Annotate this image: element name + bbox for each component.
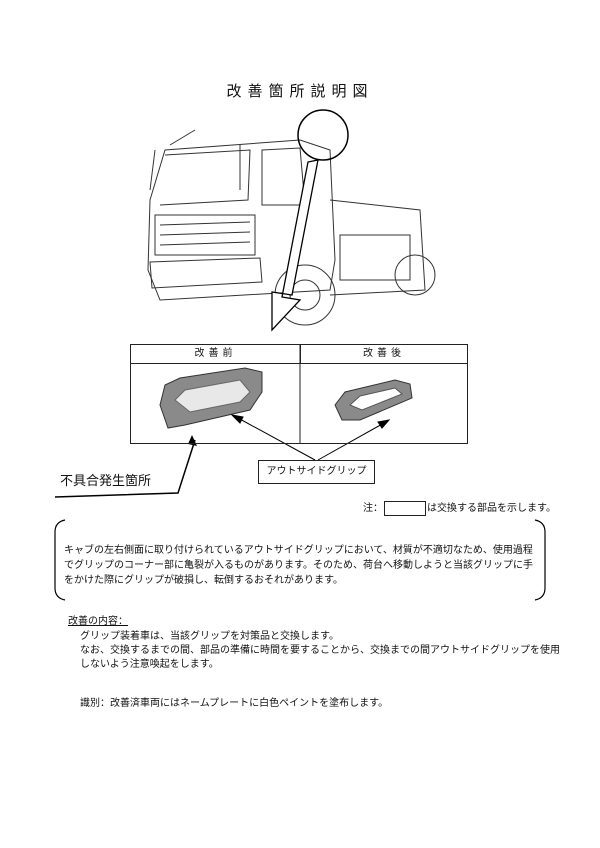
grip-after bbox=[334, 379, 413, 421]
part-label: アウトサイドグリップ bbox=[258, 460, 375, 484]
grip-before bbox=[159, 367, 263, 429]
before-header: 改善前 bbox=[131, 345, 301, 364]
description-brackets bbox=[54, 519, 546, 601]
defect-label: 不具合発生箇所 bbox=[60, 474, 152, 489]
after-header: 改善後 bbox=[300, 345, 468, 364]
legend-box bbox=[384, 501, 426, 516]
defect-description: キャブの左右側面に取り付けられているアウトサイドグリップにおいて、材質が不適切な… bbox=[64, 545, 533, 586]
comparison-table: 改善前 改善後 bbox=[130, 344, 468, 444]
content-line: グリップ装着車は、当該グリップを対策品と交換します。 bbox=[80, 631, 339, 642]
content-heading: 改善の内容： bbox=[68, 616, 128, 627]
note-suffix: は交換する部品を示します。 bbox=[427, 503, 556, 514]
highlight-circle bbox=[297, 109, 349, 161]
identification-line: 識別：改善済車両にはネームプレートに白色ペイントを塗布します。 bbox=[80, 698, 389, 709]
legend-note: 注： は交換する部品を示します。 bbox=[363, 499, 556, 516]
pointer-arrow bbox=[271, 159, 319, 332]
content-line: なお、交換するまでの間、部品の準備に時間を要することから、交換までの間アウトサイ… bbox=[80, 645, 560, 670]
note-prefix: 注： bbox=[363, 503, 383, 514]
page-title: 改善箇所説明図 bbox=[226, 82, 374, 100]
